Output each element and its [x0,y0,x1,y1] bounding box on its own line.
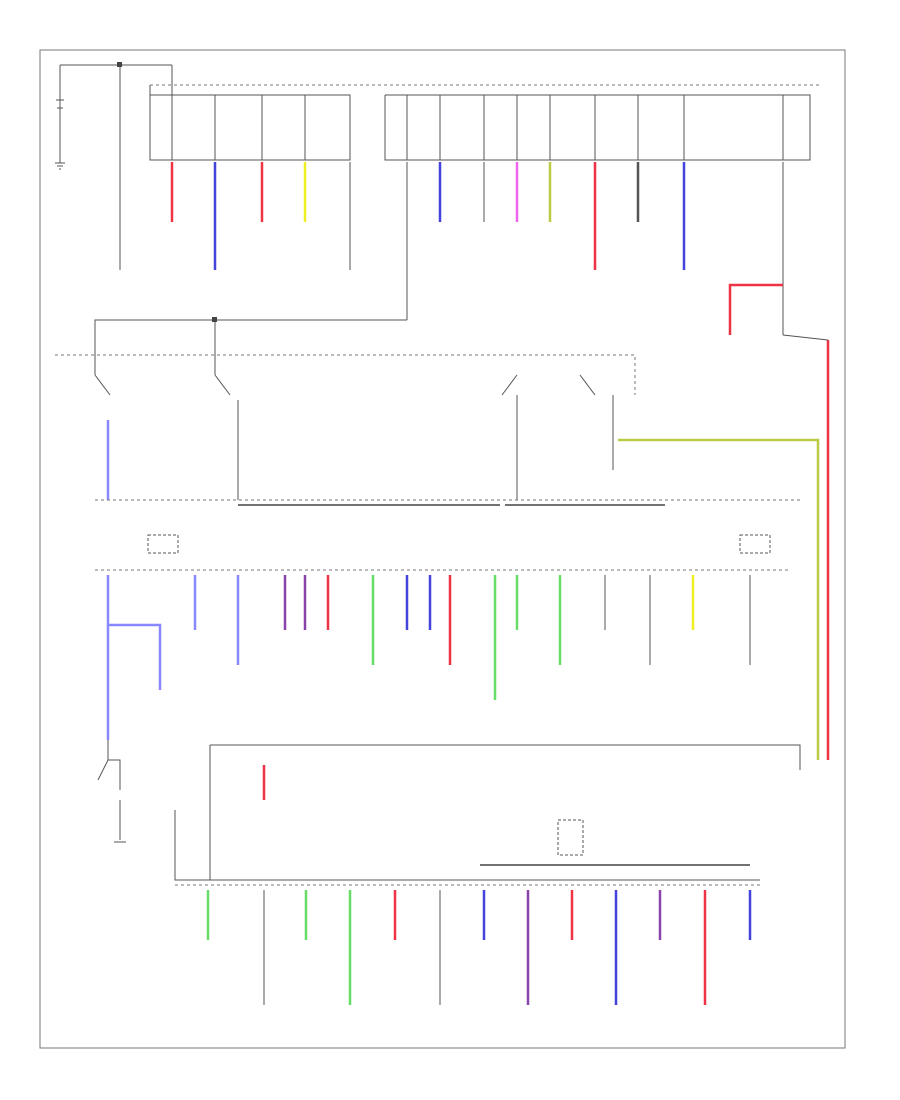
wire-yellowgreen-long [618,438,820,760]
ignition-wires [106,400,820,760]
wire-red-4 [728,283,783,335]
ignition-feed [94,317,407,355]
fuse-block-left [149,65,820,161]
fuse-row-2 [95,499,800,571]
diagram-border [39,49,846,1049]
bottom-section [97,740,801,886]
wire-blue-m1-branch [108,623,162,690]
battery-section [55,62,172,270]
mid-wires [106,575,751,740]
ignition-switch [55,354,636,500]
top-wires [170,162,830,760]
fuse-block-right [384,94,811,161]
bottom-wires [206,890,752,1005]
